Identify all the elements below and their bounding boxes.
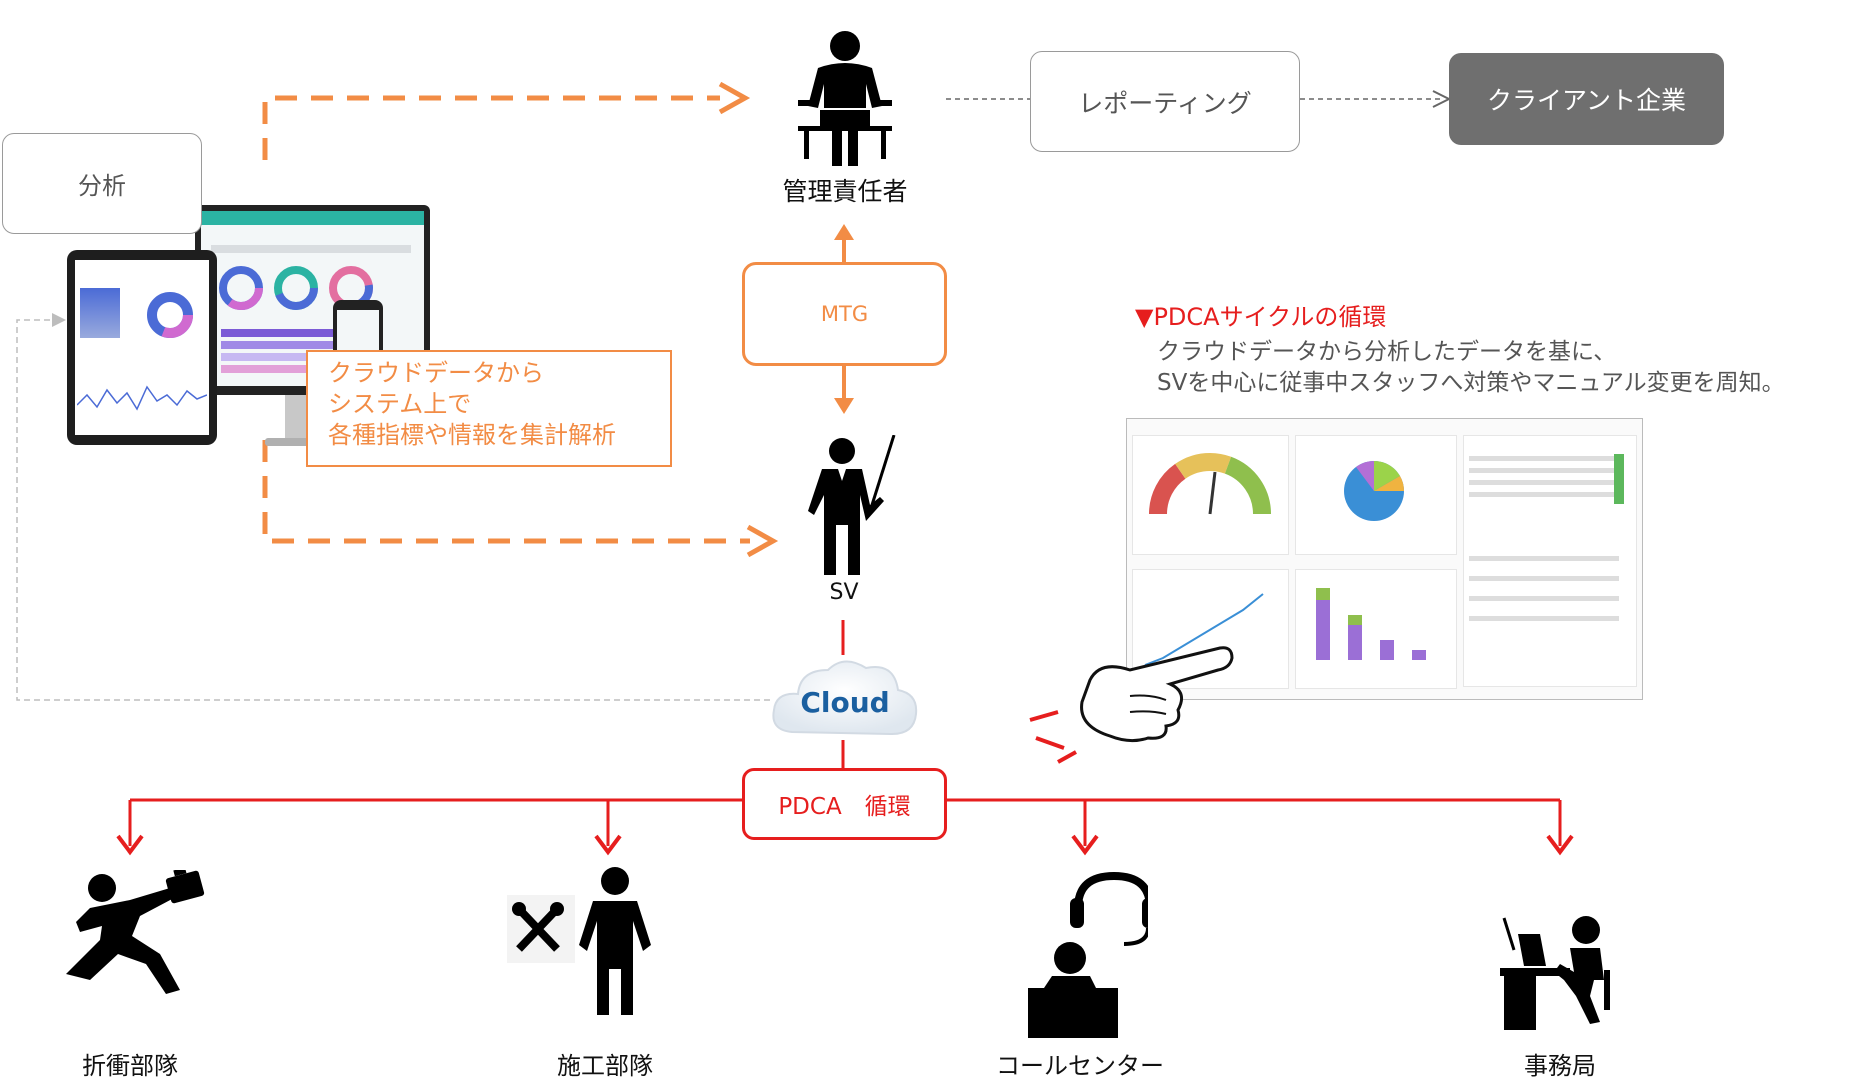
negotiation-runner-icon (66, 870, 205, 994)
manager-person-icon (798, 31, 892, 166)
mtg-up-arrow (834, 224, 854, 262)
cloud-feedback-arrow (16, 313, 770, 701)
reporting-box: レポーティング (1030, 51, 1300, 152)
department-label-construction: 施工部隊 (557, 1052, 653, 1080)
cloud-label: Cloud (800, 686, 890, 719)
cloud-data-line-1: クラウドデータから (328, 359, 544, 387)
tablet-screen (67, 250, 217, 445)
mtg-down-arrow (834, 366, 854, 414)
analysis-box: 分析 (2, 133, 202, 234)
cloud-data-description-box: クラウドデータから システム上で 各種指標や情報を集計解析 (306, 350, 672, 467)
client-company-box: クライアント企業 (1449, 53, 1724, 145)
mtg-box: MTG (742, 262, 947, 366)
sv-label: SV (829, 580, 859, 605)
donut-charts-icon (219, 266, 373, 310)
call-center-operator-icon (1028, 872, 1148, 1038)
pdca-description-line-2: SVを中心に従事中スタッフへ対策やマニュアル変更を周知。 (1157, 370, 1785, 396)
reporting-label: レポーティング (1078, 88, 1252, 118)
analysis-to-sv-arrow (262, 440, 779, 558)
pdca-heading: ▼PDCAサイクルの循環 (1135, 303, 1387, 331)
construction-worker-icon (507, 867, 651, 1015)
pdca-cycle-box: PDCA 循環 (742, 768, 947, 840)
sv-presenter-icon (808, 435, 896, 575)
analysis-to-manager-arrow (262, 81, 751, 160)
pointing-hand-icon (1080, 646, 1234, 743)
office-desk-worker-icon (1500, 916, 1610, 1030)
stacked-bar-chart-icon (1316, 588, 1426, 660)
analysis-label: 分析 (78, 172, 126, 200)
gauge-chart-icon (1149, 453, 1271, 515)
department-label-negotiation: 折衝部隊 (82, 1052, 178, 1080)
cloud-data-line-2: システム上で (328, 390, 472, 418)
pdca-label: PDCA 循環 (778, 794, 911, 820)
emphasis-marks (1029, 710, 1077, 764)
cloud-icon (772, 660, 918, 736)
client-label: クライアント企業 (1486, 86, 1686, 115)
pdca-description-line-1: クラウドデータから分析したデータを基に、 (1157, 339, 1617, 365)
cloud-data-line-3: 各種指標や情報を集計解析 (328, 421, 616, 449)
pie-chart-icon (1344, 461, 1404, 521)
line-chart-icon (1144, 593, 1264, 666)
department-label-call-center: コールセンター (996, 1052, 1164, 1080)
mtg-label: MTG (820, 302, 869, 326)
manager-label: 管理責任者 (782, 177, 908, 206)
department-label-office: 事務局 (1524, 1052, 1596, 1080)
